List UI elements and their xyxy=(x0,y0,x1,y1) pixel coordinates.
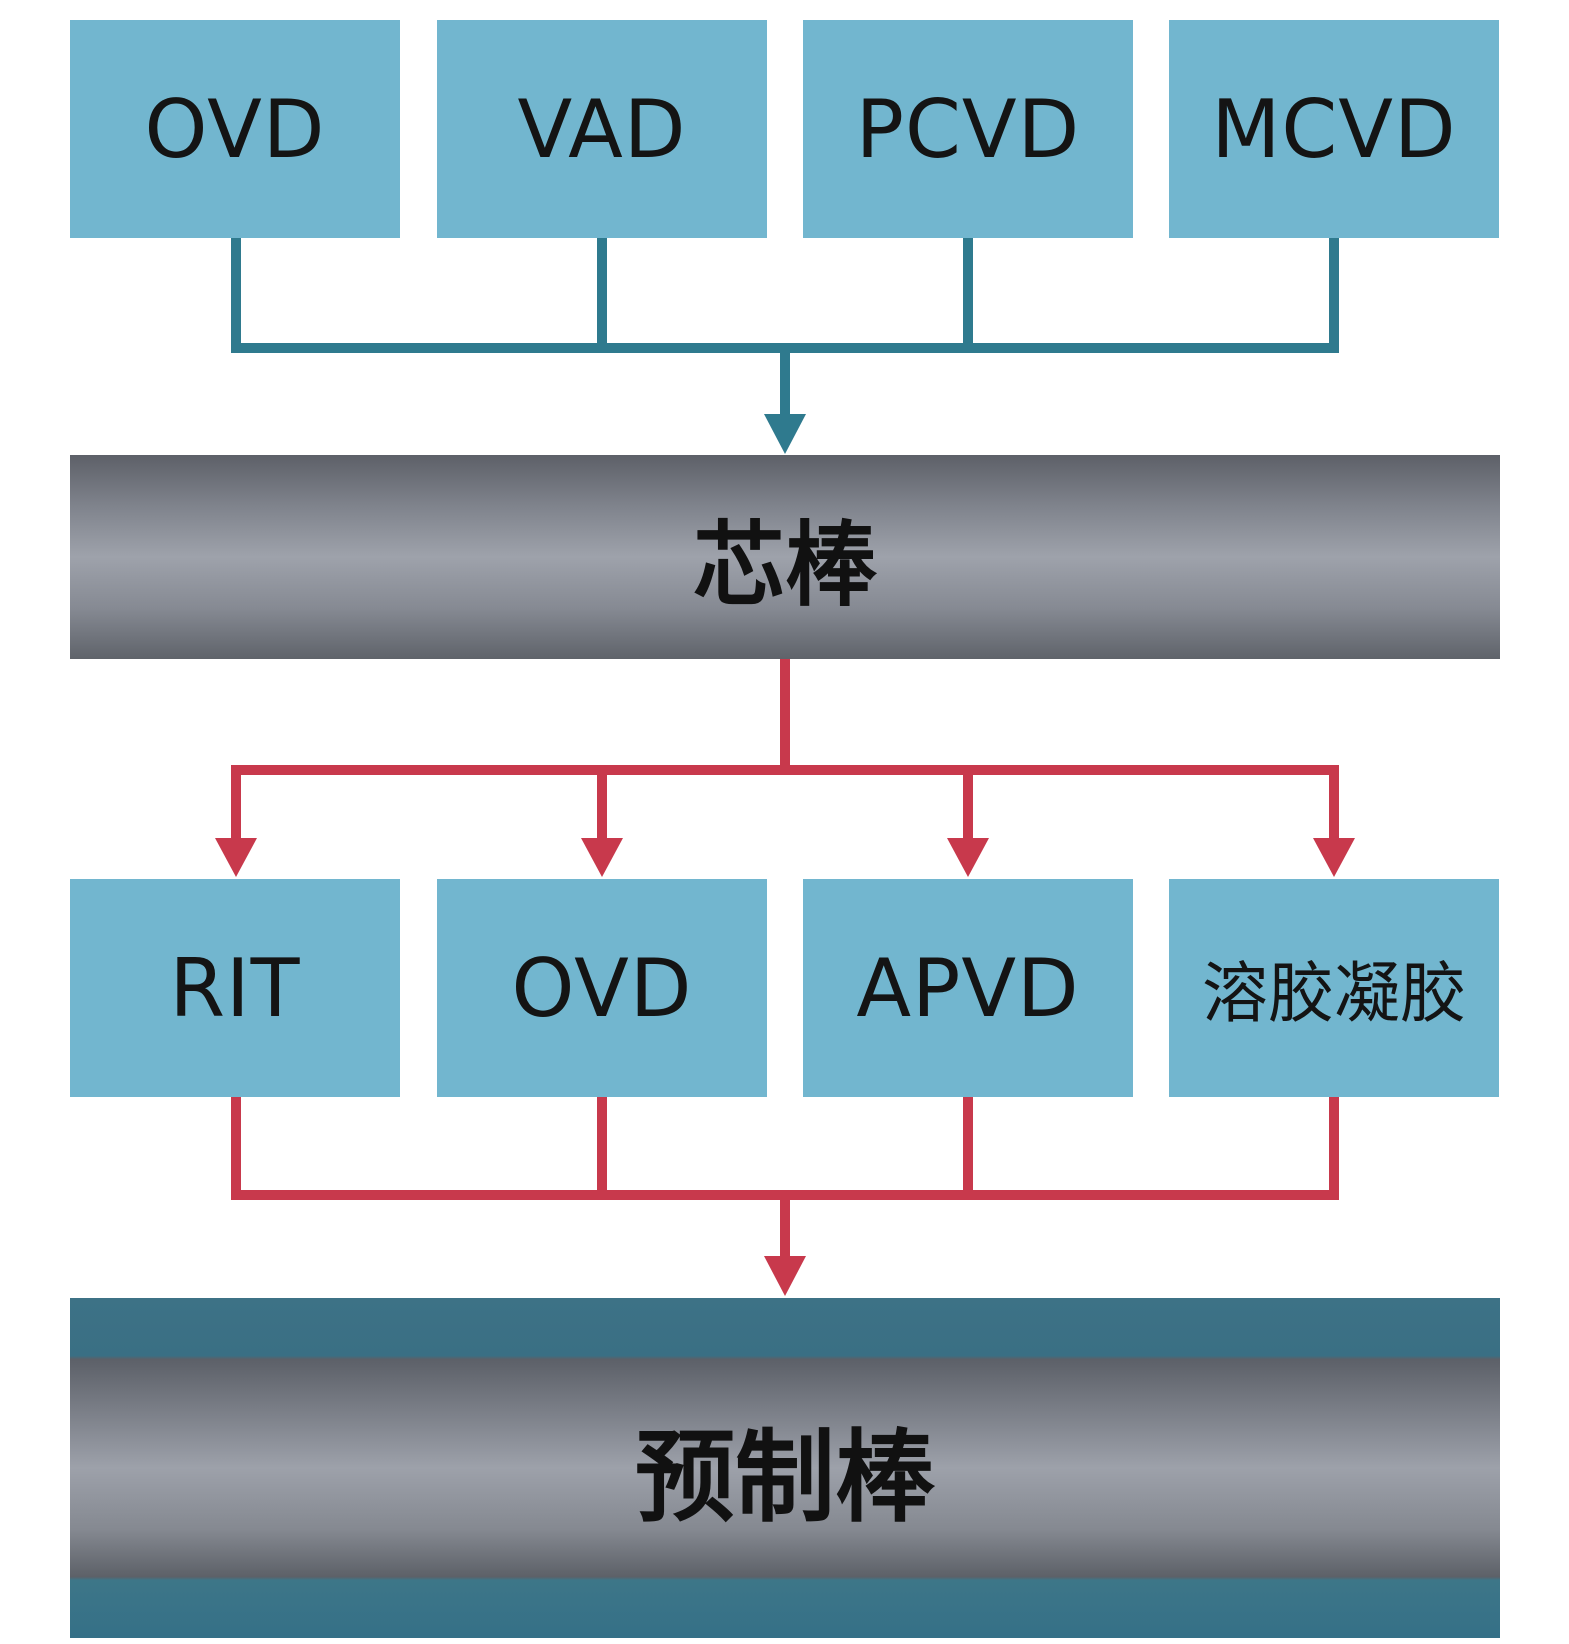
split-arrowhead-3 xyxy=(947,838,989,877)
top-method-box-vad: VAD xyxy=(437,20,767,238)
top-method-box-mcvd: MCVD xyxy=(1169,20,1499,238)
top-method-box-ovd: OVD xyxy=(70,20,400,238)
bottom-method-box-rit: RIT xyxy=(70,879,400,1097)
top-method-label: VAD xyxy=(517,82,687,176)
top-arrowhead xyxy=(764,414,806,454)
top-connector-group xyxy=(231,236,1339,416)
split-arrowhead-2 xyxy=(581,838,623,877)
bottom-arrowhead xyxy=(764,1256,806,1296)
split-arrowhead-4 xyxy=(1313,838,1355,877)
split-arrowhead-1 xyxy=(215,838,257,877)
bottom-connector-group xyxy=(231,1095,1339,1258)
top-method-box-pcvd: PCVD xyxy=(803,20,1133,238)
bottom-method-box-sol-gel: 溶胶凝胶 xyxy=(1169,879,1499,1097)
bottom-method-box-ovd: OVD xyxy=(437,879,767,1097)
bottom-method-label: RIT xyxy=(169,941,301,1035)
top-method-label: PCVD xyxy=(855,82,1081,176)
bottom-method-label: 溶胶凝胶 xyxy=(1202,955,1466,1032)
split-connector-group xyxy=(231,659,1339,840)
top-method-label: OVD xyxy=(144,82,326,176)
core-rod-bar: 芯棒 xyxy=(70,455,1500,659)
preform-bar: 预制棒 xyxy=(70,1298,1500,1638)
bottom-method-label: OVD xyxy=(511,941,693,1035)
top-method-label: MCVD xyxy=(1211,82,1457,176)
bottom-method-box-apvd: APVD xyxy=(803,879,1133,1097)
core-rod-label: 芯棒 xyxy=(692,511,877,619)
preform-label: 预制棒 xyxy=(635,1418,935,1536)
bottom-method-label: APVD xyxy=(856,941,1080,1035)
